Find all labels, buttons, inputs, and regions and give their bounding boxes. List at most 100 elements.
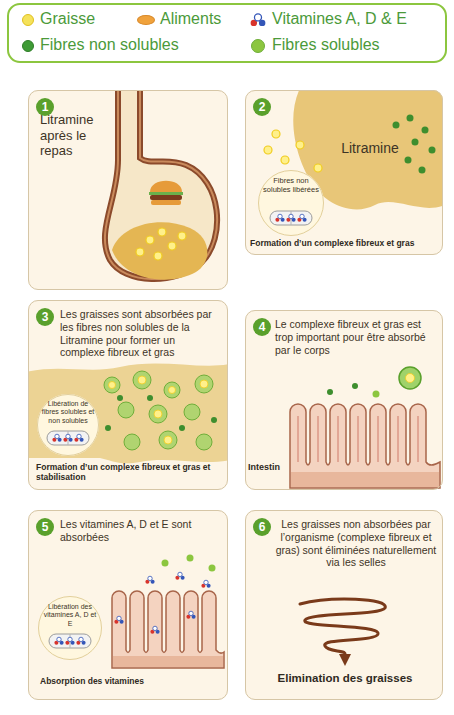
fat-dot xyxy=(136,228,186,260)
fibre-fat-complex xyxy=(352,383,358,389)
legend-swatch xyxy=(251,39,265,53)
fibre-fat-complex xyxy=(118,402,134,418)
fibre-dot xyxy=(393,122,400,129)
fibre-dot xyxy=(162,555,216,572)
step-panel: Litramine après le repas xyxy=(28,90,228,290)
fibre-fat-complex xyxy=(196,434,212,450)
stomach-drawing xyxy=(105,91,217,279)
step-caption: Absorption des vitamines xyxy=(40,676,220,686)
fibre-fat-complex xyxy=(109,382,116,389)
capsule-circle: Fibres non solubles libérées xyxy=(258,170,324,236)
litramine-blob xyxy=(28,364,228,464)
vitamin-icon xyxy=(186,611,195,619)
burger-icon xyxy=(150,181,182,192)
fibre-fat-complex xyxy=(406,374,415,383)
callout-number: 4 xyxy=(253,318,271,336)
callout-number: 5 xyxy=(36,518,54,536)
burger-icon xyxy=(149,181,183,205)
intestine-drawing xyxy=(338,416,339,462)
step-text: Fibres non solubles libérées xyxy=(263,177,319,194)
fibre-fat-complex xyxy=(105,395,217,431)
capsule-icon xyxy=(270,211,312,225)
step-text: Les graisses sont absorbées par les fibr… xyxy=(60,308,222,359)
intestine-drawing xyxy=(298,416,418,462)
capsule-icon xyxy=(270,211,312,225)
fibre-dot xyxy=(405,157,412,164)
fat-dot xyxy=(281,156,289,164)
step-caption: Formation d’un complexe fibreux et gras … xyxy=(36,462,222,482)
vitamin-icon xyxy=(145,576,154,584)
callout-number: 1 xyxy=(36,98,54,116)
callout-number: 3 xyxy=(36,308,54,326)
callout-number: 6 xyxy=(253,518,271,536)
fibre-fat-complex xyxy=(147,395,153,401)
step-text: Les vitamines A, D et E sont absorbées xyxy=(60,518,210,544)
fibre-dot xyxy=(187,555,194,562)
panel-ground xyxy=(245,310,443,490)
fibre-fat-complex xyxy=(109,376,209,444)
step-text: Libération des vitamines A, D et E xyxy=(42,603,98,628)
fibre-fat-complex xyxy=(159,431,177,449)
fat-dot xyxy=(178,232,186,240)
fibre-dot xyxy=(412,139,419,146)
legend-text: Vitamines A, D & E xyxy=(272,10,407,28)
fibre-fat-complex xyxy=(104,371,217,450)
fibre-fat-complex xyxy=(104,377,120,393)
fibre-fat-complex xyxy=(133,371,151,389)
legend-swatch xyxy=(137,15,155,25)
step-caption: Intestin xyxy=(248,462,290,473)
capsule-icon xyxy=(47,431,89,445)
vitamin-icon xyxy=(114,616,123,624)
step-caption: Formation d’un complexe fibreux et gras xyxy=(250,238,440,248)
step-text: Le complexe fibreux et gras est trop imp… xyxy=(275,318,435,356)
fibre-fat-complex xyxy=(138,376,146,384)
fibre-dot xyxy=(209,565,216,572)
intestine-drawing xyxy=(298,416,299,462)
capsule-circle-ground xyxy=(258,170,324,236)
fat-dot xyxy=(296,141,304,149)
step-caption: Elimination des graisses xyxy=(258,672,432,686)
intestine-drawing xyxy=(290,404,440,488)
fibre-fat-complex xyxy=(373,391,380,398)
capsule-circle: Libération de fibres solubles et non sol… xyxy=(37,394,99,456)
fibre-fat-complex xyxy=(164,382,180,398)
step-text: Litramine xyxy=(335,140,405,157)
capsule-icon xyxy=(49,634,91,648)
fibre-fat-complex xyxy=(200,380,208,388)
fibre-dot xyxy=(407,115,414,122)
panel-ground xyxy=(28,90,228,290)
intestine-drawing xyxy=(378,416,379,462)
fibre-dot xyxy=(162,560,169,567)
fat-dot xyxy=(272,130,280,138)
fibre-fat-complex xyxy=(164,436,172,444)
legend-text: Aliments xyxy=(160,10,221,28)
step-text: Litramine après le repas xyxy=(40,112,108,159)
capsule-circle: Libération des vitamines A, D et E xyxy=(38,596,102,660)
intestine-drawing xyxy=(112,591,224,668)
panel-ground xyxy=(245,510,443,700)
vitamin-icon xyxy=(175,572,184,580)
step-text: Les graisses non absorbées par l’organis… xyxy=(275,518,437,569)
fat-dot xyxy=(136,248,144,256)
fibre-fat-complex xyxy=(327,367,421,398)
fat-dot xyxy=(154,252,162,260)
callout-number: 2 xyxy=(253,98,271,116)
intestine-drawing xyxy=(398,416,399,462)
capsule-circle-ground xyxy=(37,394,99,456)
vitamin-icon xyxy=(150,626,159,634)
intestine-drawing xyxy=(290,404,440,488)
fibre-fat-complex xyxy=(184,404,200,420)
fat-dot xyxy=(314,164,322,172)
legend-vitamin-icon xyxy=(251,14,266,26)
fibre-fat-complex xyxy=(211,417,217,423)
fibre-fat-complex xyxy=(154,410,162,418)
fibre-dot xyxy=(419,167,426,174)
legend-text: Graisse xyxy=(40,10,95,28)
burger-icon xyxy=(151,200,181,205)
intestine-drawing xyxy=(112,591,224,668)
fibre-fat-complex xyxy=(179,425,185,431)
fibre-fat-complex xyxy=(327,389,333,395)
intestine-drawing xyxy=(318,416,319,462)
fat-dot xyxy=(158,228,166,236)
fibre-fat-complex xyxy=(105,425,111,431)
